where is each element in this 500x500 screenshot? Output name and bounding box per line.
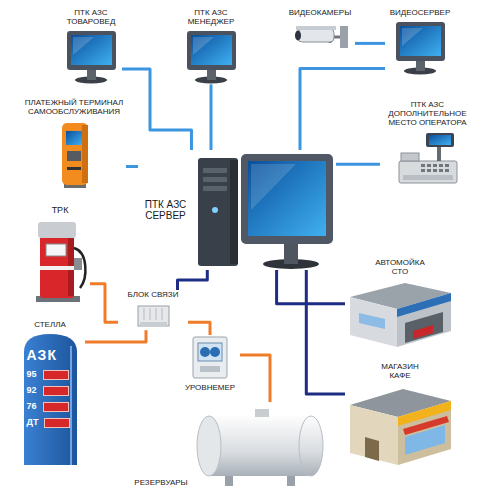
network-link <box>336 163 380 166</box>
node-label: ПТК АЗС ТОВАРОВЕД <box>60 8 122 26</box>
kiosk-icon <box>52 119 97 189</box>
network-link <box>188 322 210 335</box>
node-box: ПТК АЗС МЕНЕДЖЕР <box>180 8 242 84</box>
register-drawing <box>393 131 463 186</box>
pump-drawing <box>30 218 90 303</box>
node-label: БЛОК СВЯЗИ <box>118 290 188 299</box>
camera-icon <box>290 20 350 55</box>
network-link <box>277 270 345 304</box>
camera-drawing <box>290 20 350 55</box>
price-display <box>44 418 70 428</box>
node-box: МАГАЗИН КАФЕ <box>345 362 455 468</box>
block-drawing <box>136 302 171 330</box>
level-icon <box>190 335 230 380</box>
network-link <box>126 165 138 168</box>
monitor-drawing <box>64 29 119 84</box>
network-link <box>210 84 213 150</box>
network-link <box>306 270 345 394</box>
node-label: ПТК АЗС ДОПОЛНИТЕЛЬНОЕ МЕСТО ОПЕРАТОРА <box>380 100 475 128</box>
sign-text: АЗК <box>27 348 57 363</box>
kiosk-drawing <box>52 119 97 189</box>
node-box: РЕЗЕРВУАРЫ <box>130 402 325 487</box>
node-label: ПТК АЗС МЕНЕДЖЕР <box>180 8 242 26</box>
network-link <box>178 270 208 290</box>
server-icon <box>196 150 336 270</box>
node-box: ВИДЕОСЕРВЕР <box>385 8 455 75</box>
sign-face: АЗК 95 92 76ДТ <box>18 332 83 427</box>
node-box: ПЛАТЕЖНЫЙ ТЕРМИНАЛ САМООБСЛУЖИВАНИЯ <box>22 98 126 189</box>
network-link <box>355 42 385 45</box>
shop-icon <box>345 383 455 468</box>
sign-text: 92 <box>27 386 37 396</box>
sign-row: ДТ <box>27 418 83 428</box>
price-display <box>43 402 69 412</box>
monitor-icon <box>393 20 448 75</box>
stella-icon: АЗК 95 92 76ДТ <box>18 332 83 467</box>
node-box: ПТК АЗС ДОПОЛНИТЕЛЬНОЕ МЕСТО ОПЕРАТОРА <box>380 100 475 186</box>
price-display <box>43 370 69 380</box>
node-box: ТРК <box>30 205 90 303</box>
network-link <box>90 284 118 322</box>
monitor-drawing <box>184 29 239 84</box>
tank-drawing <box>195 402 325 487</box>
server-drawing <box>196 150 336 270</box>
carwash-drawing <box>345 279 455 349</box>
node-label: ПТК АЗС СЕРВЕР <box>138 199 193 222</box>
network-link <box>122 69 191 150</box>
network-link <box>300 68 385 150</box>
node-box: СТЕЛЛА АЗК 95 92 76ДТ <box>15 320 85 467</box>
node-box: УРОВНЕМЕР <box>180 335 240 392</box>
sign-row: АЗК <box>27 348 83 363</box>
node-box: ПТК АЗС ТОВАРОВЕД <box>60 8 122 84</box>
block-icon <box>136 302 171 330</box>
node-label: ПЛАТЕЖНЫЙ ТЕРМИНАЛ САМООБСЛУЖИВАНИЯ <box>22 98 126 116</box>
monitor-drawing <box>393 20 448 75</box>
register-icon <box>393 131 463 186</box>
pump-icon <box>30 218 90 303</box>
node-label: АВТОМОЙКА СТО <box>370 258 430 276</box>
node-label: МАГАЗИН КАФЕ <box>370 362 430 380</box>
node-box: ВИДЕОКАМЕРЫ <box>285 8 355 55</box>
shop-drawing <box>345 383 455 468</box>
sign-text: 95 <box>27 370 37 380</box>
tank-icon <box>195 402 325 487</box>
node-label: УРОВНЕМЕР <box>180 383 240 392</box>
carwash-icon <box>345 279 455 349</box>
sign-text: ДТ <box>27 418 39 428</box>
sign-row: 76 <box>27 402 83 412</box>
level-drawing <box>190 335 230 380</box>
node-box: АВТОМОЙКА СТО <box>345 258 455 349</box>
sign-text: 76 <box>27 402 37 412</box>
network-link <box>240 355 270 402</box>
node-label: РЕЗЕРВУАРЫ <box>130 478 192 487</box>
price-display <box>43 386 69 396</box>
sign-row: 92 <box>27 386 83 396</box>
node-box: БЛОК СВЯЗИ <box>118 290 188 330</box>
monitor-icon <box>184 29 239 84</box>
node-label: ТРК <box>30 205 90 215</box>
monitor-icon <box>64 29 119 84</box>
network-link <box>85 330 146 342</box>
node-label: ВИДЕОСЕРВЕР <box>385 8 455 17</box>
sign-row: 95 <box>27 370 83 380</box>
node-label: СТЕЛЛА <box>15 320 85 329</box>
node-box: ПТК АЗС СЕРВЕР <box>138 150 336 270</box>
node-label: ВИДЕОКАМЕРЫ <box>285 8 355 17</box>
